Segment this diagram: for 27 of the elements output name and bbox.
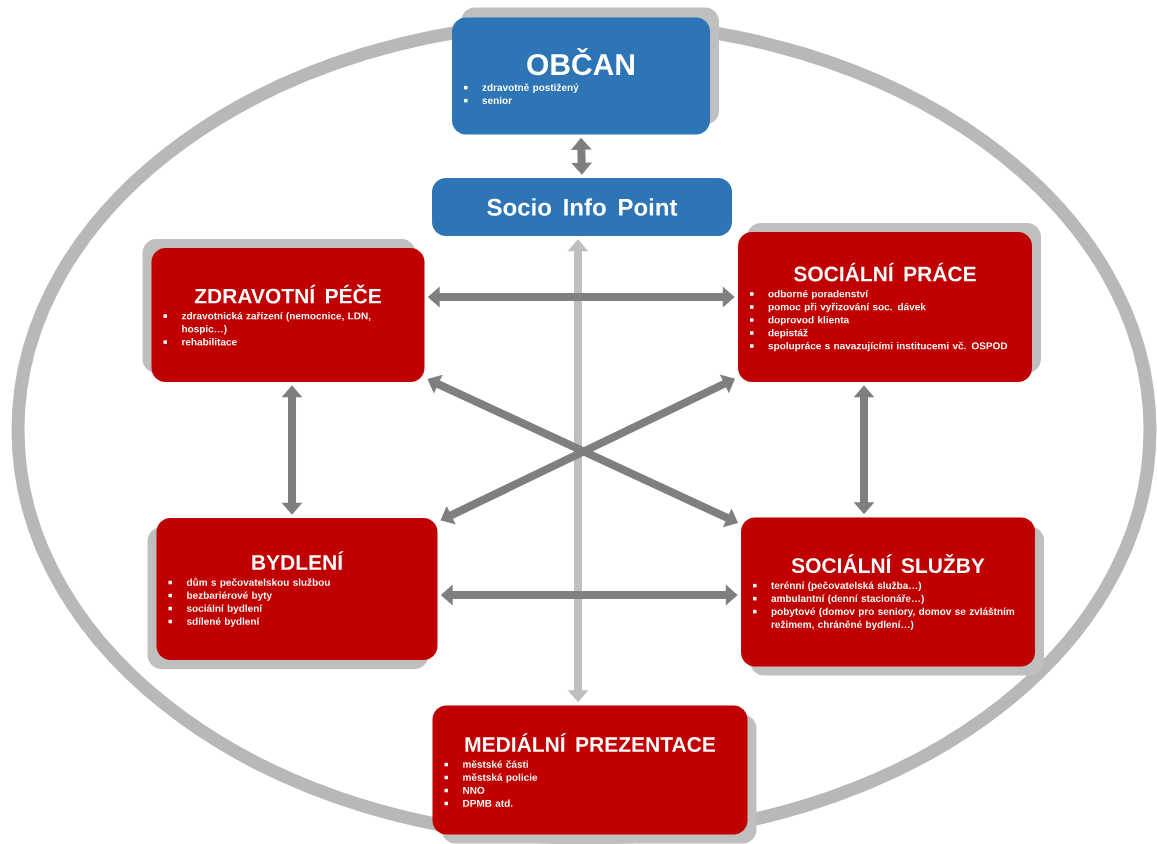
process-box: SOCIÁLNÍ SLUŽBY terénní (pečovatelská služba…) ambulantní (denní stacionáře…) pobytové (domov pro seniory, domov se zvláštním režimem, chráněné bydlení…) <box>741 517 1044 676</box>
bullet-item: bezbariérové byty <box>168 591 273 601</box>
bullet-item: terénní (pečovatelská služba…) <box>753 581 922 591</box>
bullet-item: pobytové (domov pro seniory, domov se zvláštním režimem, chráněné bydlení…) <box>753 607 1015 630</box>
bullet-item: městské části <box>444 760 528 768</box>
bullet-item: rehabilitace <box>163 338 237 346</box>
process-box: ZDRAVOTNÍ PÉČE zdravotnická zařízení (nemocnice, LDN, hospic…) rehabilitace <box>142 239 425 382</box>
bullet-item: ambulantní (denní stacionáře…) <box>753 594 924 604</box>
bullet-item: senior <box>464 96 512 104</box>
bullet-item: doprovod klienta <box>750 316 850 326</box>
bullet-item: zdravotně postižený <box>464 83 579 93</box>
process-box: BYDLENÍ dům s pečovatelskou službou bezbariérové byty sociální bydlení sdílené bydlení <box>147 518 438 669</box>
bullet-item: DPMB atd. <box>444 799 513 807</box>
bullet-item: zdravotnická zařízení (nemocnice, LDN, hospic…) <box>163 311 371 335</box>
bullet-item: depistáž <box>750 328 808 339</box>
bullet-item: sociální bydlení <box>168 604 263 614</box>
process-box: MEDIÁLNÍ PREZENTACE městské části městská policie NNO DPMB atd. <box>432 705 757 844</box>
bullet-item: NNO <box>444 786 485 794</box>
bullet-item: dům s pečovatelskou službou <box>168 577 330 588</box>
bullet-item: sdílené bydlení <box>168 617 260 627</box>
bullet-item: odborné poradenství <box>750 289 869 300</box>
process-box: Socio Info Point <box>432 178 732 236</box>
bullet-item: městská policie <box>444 773 538 783</box>
bullet-item: pomoc při vyřizování soc. dávek <box>750 302 926 313</box>
bullet-item: spolupráce s navazujícími institucemi vč. OSPOD <box>750 341 1008 352</box>
process-box: SOCIÁLNÍ PRÁCE odborné poradenství pomoc při vyřizování soc. dávek doprovod klienta depistáž spolupráce s navazujícími institucemi vč. OSPOD <box>738 223 1041 382</box>
process-box: OBČAN zdravotně postižený senior <box>452 7 719 135</box>
